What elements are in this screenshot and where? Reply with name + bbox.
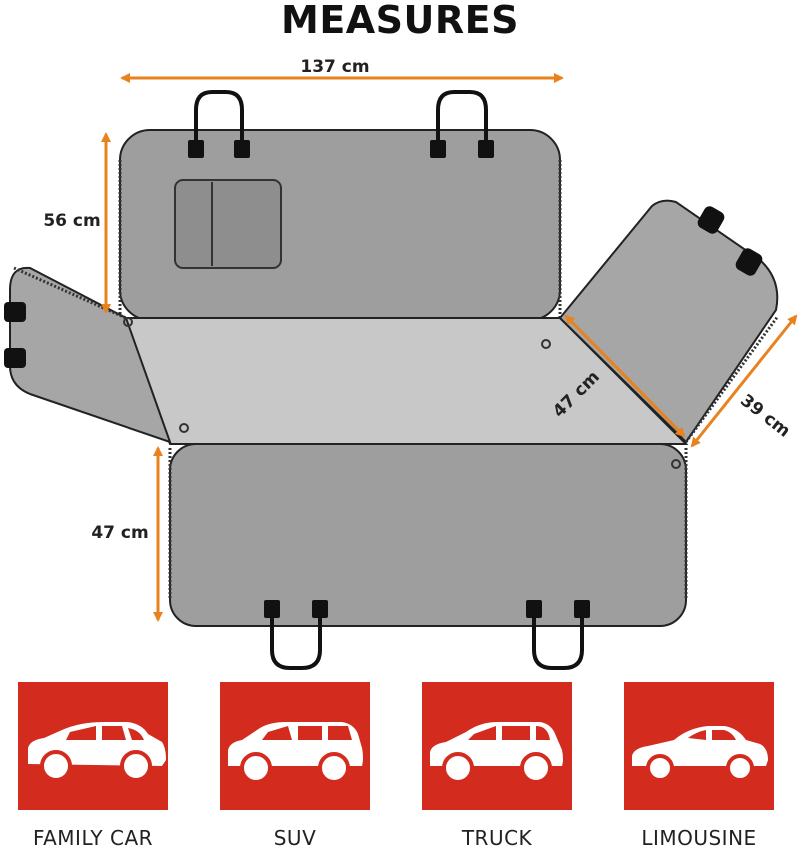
suv-icon bbox=[228, 722, 363, 784]
backrest-height-label: 56 cm bbox=[43, 211, 100, 231]
headrest-strap-right bbox=[436, 90, 488, 146]
storage-pocket bbox=[174, 179, 282, 269]
sedan-car-icon bbox=[632, 726, 768, 782]
side-flap-width-label: 39 cm bbox=[736, 391, 794, 442]
side-flap-length-arrow bbox=[564, 314, 686, 438]
front-flap-height-label: 47 cm bbox=[91, 523, 148, 543]
bottom-strap-right bbox=[532, 612, 584, 670]
family-car-card bbox=[18, 682, 168, 810]
wagon-car-icon bbox=[430, 722, 563, 784]
seat-cover-diagram: 137 cm 56 cm 47 cm 39 cm 47 cm bbox=[4, 57, 798, 670]
truck-card bbox=[422, 682, 572, 810]
family-car-label: FAMILY CAR bbox=[32, 826, 154, 850]
page-title: MEASURES bbox=[281, 0, 519, 42]
truck-label: TRUCK bbox=[461, 826, 533, 850]
side-flap-width-arrow bbox=[690, 314, 798, 448]
limousine-label: LIMOUSINE bbox=[641, 826, 757, 850]
width-label: 137 cm bbox=[300, 57, 369, 77]
bottom-strap-left bbox=[270, 612, 322, 670]
suv-label: SUV bbox=[273, 826, 317, 850]
hatchback-car-icon bbox=[28, 722, 166, 782]
headrest-strap-left bbox=[194, 90, 244, 146]
suv-card bbox=[220, 682, 370, 810]
limousine-card bbox=[624, 682, 774, 810]
front-flap bbox=[169, 443, 687, 627]
